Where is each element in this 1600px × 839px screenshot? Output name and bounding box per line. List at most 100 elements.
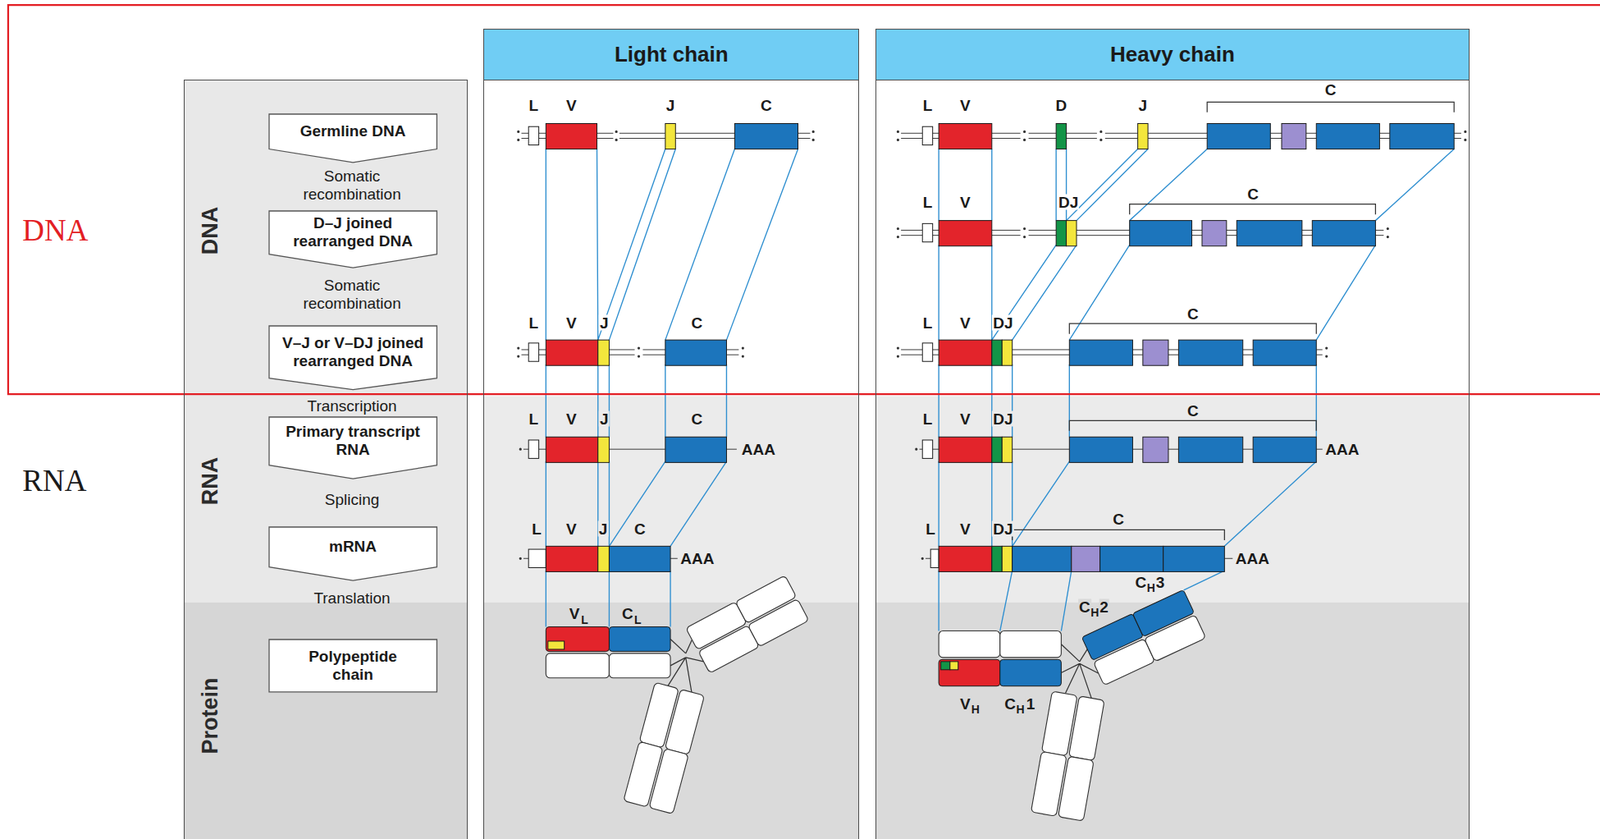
section-label: DNA xyxy=(22,214,88,245)
segment-letter: L xyxy=(528,97,540,114)
region-bracket xyxy=(1206,101,1454,112)
band xyxy=(483,396,860,603)
domain-label: 1 xyxy=(1025,694,1037,711)
domain-box xyxy=(639,681,679,748)
d-segment xyxy=(1056,123,1066,149)
segment-letter: J xyxy=(598,521,609,537)
region-bracket xyxy=(1012,529,1226,540)
domain-box xyxy=(747,598,809,646)
stage-label: DNA xyxy=(196,206,223,256)
segment-letter: L xyxy=(528,410,540,426)
antibody-arm xyxy=(1030,690,1105,821)
leader-segment xyxy=(922,342,933,362)
process-label: Translation xyxy=(280,589,425,608)
band xyxy=(483,602,860,839)
domain-box xyxy=(1000,630,1062,658)
antibody-arm xyxy=(623,681,705,814)
step-name: mRNA xyxy=(268,525,438,567)
segment-letter: C xyxy=(1111,510,1125,526)
stage-label: RNA xyxy=(196,456,223,505)
segment-letter: J xyxy=(665,97,677,114)
domain-box xyxy=(545,653,609,678)
domain-label: 3 xyxy=(1155,573,1166,590)
antibody-arm xyxy=(1081,589,1206,685)
domain-box xyxy=(1041,690,1078,756)
region-bracket xyxy=(1069,420,1317,430)
domain-box xyxy=(1144,614,1207,662)
region-bracket xyxy=(1069,323,1317,334)
antibody-arm xyxy=(685,575,810,673)
band xyxy=(483,79,860,397)
segment-letter: J xyxy=(1138,97,1149,114)
segment-letter: L xyxy=(528,314,540,330)
stage-label: Protein xyxy=(196,676,223,754)
step-name: Germline DNA xyxy=(268,113,438,150)
segment-letter: L xyxy=(924,521,937,537)
v-segment xyxy=(545,436,598,462)
rearrangement-line xyxy=(545,149,798,627)
c-segment xyxy=(1252,436,1317,462)
band xyxy=(875,602,1470,839)
domain-subscript: H xyxy=(971,703,980,715)
band xyxy=(183,79,468,603)
c-segment xyxy=(1069,436,1133,462)
step-box xyxy=(269,639,437,692)
segment-letter: DJ xyxy=(992,410,1014,426)
j-segment xyxy=(1001,545,1012,572)
leader-segment xyxy=(528,439,539,458)
segment-letter: DJ xyxy=(992,521,1014,537)
c-segment xyxy=(608,545,671,572)
band xyxy=(183,602,468,839)
c-segment xyxy=(1206,123,1271,149)
panel-header: Light chain xyxy=(484,29,859,81)
hinge-exon xyxy=(1071,545,1101,572)
c-segment xyxy=(1316,123,1380,149)
domain-label: V xyxy=(959,694,972,711)
segment-letter: L xyxy=(922,194,934,211)
chain-panel: Light chain xyxy=(483,28,860,839)
scaled-layer xyxy=(8,4,1600,839)
dna-frame xyxy=(8,4,1600,394)
step-name: Polypeptide chain xyxy=(268,638,438,693)
panel-header: Heavy chain xyxy=(876,29,1469,81)
domain-box xyxy=(623,740,663,807)
process-step: Germline DNA xyxy=(268,113,438,164)
v-segment xyxy=(938,123,992,149)
c-segment xyxy=(665,436,727,462)
segment-letter: C xyxy=(1186,402,1200,418)
segment-letter: C xyxy=(690,410,704,426)
band xyxy=(875,396,1470,603)
c-segment xyxy=(1389,123,1454,149)
j-segment xyxy=(1138,123,1148,149)
segment-letter: V xyxy=(565,314,578,330)
j-segment xyxy=(1001,436,1012,462)
c-segment xyxy=(665,339,727,366)
segment-letter: V xyxy=(565,410,578,426)
v-segment xyxy=(545,123,597,149)
c-segment xyxy=(1178,436,1243,462)
leader-segment xyxy=(922,126,933,145)
segment-letter: L xyxy=(922,410,934,426)
leader-segment xyxy=(528,342,539,362)
v-segment xyxy=(545,339,598,366)
c-segment xyxy=(734,123,798,149)
hinge-exon xyxy=(1142,436,1169,462)
segment-letter: V xyxy=(959,521,972,537)
c-segment xyxy=(1252,339,1317,366)
domain-box xyxy=(941,661,951,670)
process-label: Somatic recombination xyxy=(280,277,425,314)
segment-letter: V xyxy=(959,314,972,330)
domain-subscript: L xyxy=(580,613,589,626)
d-segment xyxy=(992,339,1002,366)
c-segment xyxy=(1129,220,1193,247)
domain-box xyxy=(938,630,1001,658)
process-step: Primary transcript RNA xyxy=(268,416,438,480)
segment-letter: V xyxy=(959,410,972,426)
domain-label: C xyxy=(1078,598,1092,614)
v-segment xyxy=(938,220,992,247)
step-name: V–J or V–DJ joined rearranged DNA xyxy=(268,324,438,379)
domain-subscript: L xyxy=(634,613,642,626)
domain-subscript: H xyxy=(1016,703,1025,715)
